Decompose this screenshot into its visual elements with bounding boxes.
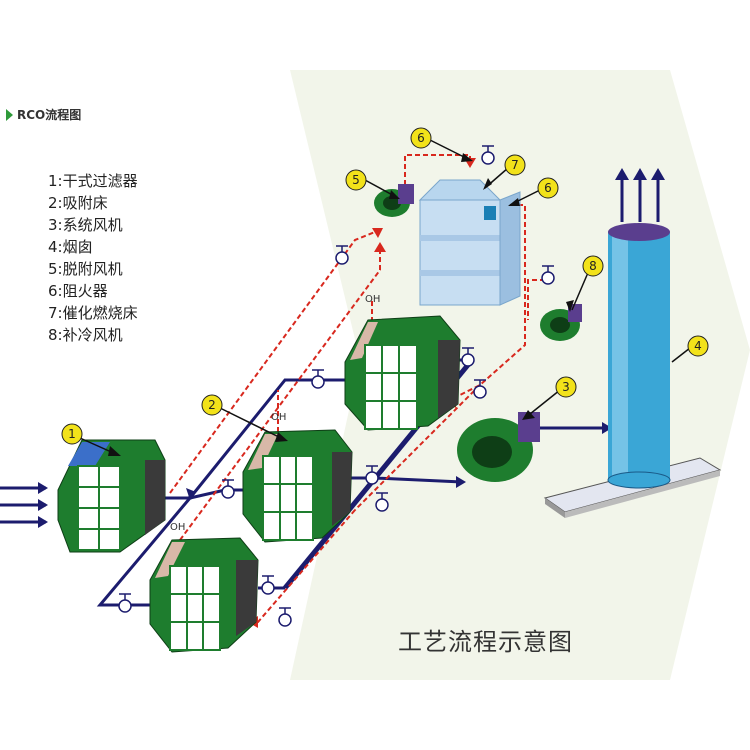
oh-label: OH bbox=[271, 412, 286, 423]
dry-filter bbox=[57, 439, 166, 553]
callout-6-right: 6 bbox=[537, 177, 559, 199]
legend-item: 6:阻火器 bbox=[48, 282, 108, 300]
callout-4: 4 bbox=[687, 335, 709, 357]
valve bbox=[481, 145, 495, 165]
valve bbox=[311, 369, 325, 389]
legend-item: 3:系统风机 bbox=[48, 216, 123, 234]
valve bbox=[118, 593, 132, 613]
valve bbox=[375, 492, 389, 512]
callout-3: 3 bbox=[555, 376, 577, 398]
valve bbox=[278, 607, 292, 627]
legend-item: 1:干式过滤器 bbox=[48, 172, 138, 190]
callout-badges: 1 2 3 4 5 6 6 7 8 bbox=[61, 127, 709, 445]
background-band bbox=[290, 70, 750, 680]
svg-text:6: 6 bbox=[544, 181, 552, 195]
svg-text:6: 6 bbox=[417, 131, 425, 145]
legend-item: 5:脱附风机 bbox=[48, 260, 123, 278]
legend-item: 4:烟囱 bbox=[48, 238, 93, 256]
valves bbox=[118, 145, 555, 627]
callout-7: 7 bbox=[504, 154, 526, 176]
oh-label: OH bbox=[365, 294, 380, 305]
oh-labels: OH OH OH bbox=[170, 294, 380, 533]
diagram-caption: 工艺流程示意图 bbox=[398, 628, 573, 656]
callout-1: 1 bbox=[61, 423, 83, 445]
legend-item: 2:吸附床 bbox=[48, 194, 108, 212]
catalytic-combustion-bed bbox=[418, 179, 521, 306]
chevron-right-icon bbox=[6, 108, 13, 121]
callout-2: 2 bbox=[201, 394, 223, 416]
svg-text:2: 2 bbox=[208, 398, 216, 412]
adsorption-bed-top bbox=[344, 315, 461, 431]
svg-text:8: 8 bbox=[589, 259, 597, 273]
valve bbox=[541, 265, 555, 285]
valve bbox=[473, 379, 487, 399]
legend-item: 8:补冷风机 bbox=[48, 326, 123, 344]
callout-arrowheads bbox=[108, 153, 574, 456]
callout-8: 8 bbox=[582, 255, 604, 277]
valve bbox=[365, 465, 379, 485]
adsorption-bed-middle bbox=[242, 429, 353, 543]
oh-label: OH bbox=[170, 522, 185, 533]
adsorption-bed-bottom bbox=[149, 537, 259, 653]
legend: 1:干式过滤器 2:吸附床 3:系统风机 4:烟囱 5:脱附风机 6:阻火器 7… bbox=[48, 170, 138, 346]
svg-text:1: 1 bbox=[68, 427, 76, 441]
pipe-arrowheads bbox=[38, 168, 665, 528]
valve bbox=[261, 575, 275, 595]
diagram-header: RCO流程图 bbox=[6, 106, 81, 123]
svg-text:4: 4 bbox=[694, 339, 702, 353]
svg-text:7: 7 bbox=[511, 158, 519, 172]
cold-air-fan bbox=[540, 304, 582, 341]
svg-text:3: 3 bbox=[562, 380, 570, 394]
valve bbox=[335, 245, 349, 265]
header-title: RCO流程图 bbox=[17, 108, 82, 122]
legend-item: 7:催化燃烧床 bbox=[48, 304, 138, 322]
callout-6-top: 6 bbox=[410, 127, 432, 149]
valve bbox=[221, 479, 235, 499]
callout-5: 5 bbox=[345, 169, 367, 191]
desorption-fan bbox=[374, 184, 414, 217]
chimney bbox=[543, 223, 722, 518]
svg-text:5: 5 bbox=[352, 173, 360, 187]
valve bbox=[461, 347, 475, 367]
